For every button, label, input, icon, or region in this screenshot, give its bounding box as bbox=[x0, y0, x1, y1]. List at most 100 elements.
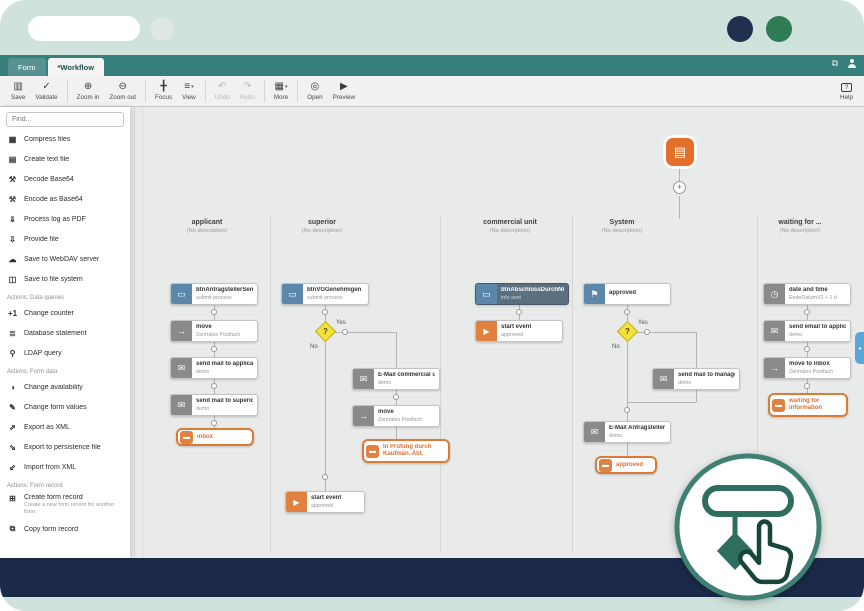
toolbar-separator bbox=[145, 80, 147, 102]
question-icon: ? bbox=[625, 327, 630, 336]
focus-button[interactable]: ╋Focus bbox=[155, 81, 173, 101]
connector bbox=[679, 196, 680, 219]
list-item-change-availability[interactable]: ◑Change availability bbox=[0, 377, 130, 397]
list-item-save-file-system[interactable]: ◫Save to file system bbox=[8, 274, 83, 284]
save-button[interactable]: ▥Save bbox=[11, 81, 26, 101]
move-icon: → bbox=[353, 406, 374, 426]
move-icon: → bbox=[764, 358, 785, 378]
list-item-import-xml[interactable]: ⇙Import from XML bbox=[0, 457, 130, 477]
search-input[interactable] bbox=[6, 112, 124, 127]
focus-icon: ╋ bbox=[160, 81, 167, 92]
decision-gateway[interactable]: ? bbox=[616, 320, 639, 343]
workflow-node[interactable]: ✉E-Mail commercial unitdemo bbox=[352, 368, 440, 390]
window-icon[interactable]: ⧉ bbox=[831, 58, 838, 68]
connector bbox=[627, 340, 628, 421]
list-item-provide-file[interactable]: ⇩Provide file bbox=[0, 229, 130, 249]
preview-icon: ▶ bbox=[339, 81, 348, 92]
lane-separator bbox=[572, 215, 573, 552]
database-icon: ≣ bbox=[9, 328, 16, 338]
list-item-copy-form-record[interactable]: ⧉Copy form record bbox=[0, 519, 130, 539]
validate-button[interactable]: ✓Validate bbox=[35, 81, 58, 101]
list-item-process-log-pdf[interactable]: ⇓Process log as PDF bbox=[0, 209, 130, 229]
workflow-state-node[interactable]: ▬In Prüfung durch Kaufmän. Abt. bbox=[362, 439, 450, 463]
list-item-compress-files[interactable]: ▦Compress files bbox=[8, 134, 71, 144]
mail-icon: ✉ bbox=[353, 369, 374, 389]
workflow-trigger-icon[interactable]: ▤ bbox=[666, 138, 694, 166]
redo-button[interactable]: ↷Redo bbox=[239, 81, 255, 101]
more-button[interactable]: ▦▾More bbox=[273, 81, 289, 101]
list-item-decode-base64[interactable]: ⚒Decode Base64 bbox=[8, 174, 74, 184]
list-item-database-statement[interactable]: ≣Database statement bbox=[0, 323, 130, 343]
list-item-ldap-query[interactable]: ⚲LDAP query bbox=[0, 343, 130, 363]
open-button[interactable]: ◎Open bbox=[307, 81, 323, 101]
tab-form[interactable]: Form bbox=[8, 58, 46, 76]
lane-header-commercial-unit: commercial unit(No description) bbox=[483, 219, 537, 234]
state-icon: ▬ bbox=[599, 458, 612, 472]
pdf-icon: ⇓ bbox=[9, 214, 16, 224]
textfile-icon: ▤ bbox=[8, 154, 17, 164]
zoom-in-button[interactable]: ⊕Zoom in bbox=[76, 81, 100, 101]
zoom-out-button[interactable]: ⊖Zoom out bbox=[109, 81, 137, 101]
connector bbox=[627, 443, 628, 457]
caret-down-icon: ▾ bbox=[191, 84, 194, 90]
workflow-node[interactable]: ▭btnAntragstellerSendensubmit process bbox=[170, 283, 258, 305]
view-button[interactable]: ≡▾View bbox=[182, 81, 196, 101]
zoom-in-icon: ⊕ bbox=[83, 81, 93, 92]
mail-icon: ✉ bbox=[653, 369, 674, 389]
list-item-change-form-values[interactable]: ✎Change form values bbox=[0, 397, 130, 417]
decision-gateway[interactable]: ? bbox=[314, 320, 337, 343]
workflow-node[interactable]: ⚑approved bbox=[583, 283, 671, 305]
address-pill[interactable] bbox=[28, 16, 140, 41]
archive-icon: ▦ bbox=[8, 134, 17, 144]
connector-junction bbox=[624, 309, 630, 315]
decode-icon: ⚒ bbox=[8, 174, 17, 184]
undo-button[interactable]: ↶Undo bbox=[214, 81, 230, 101]
list-item-encode-base64[interactable]: ⚒Encode as Base64 bbox=[8, 194, 83, 204]
chrome-circle-green bbox=[766, 16, 792, 42]
tab-workflow[interactable]: *Workflow bbox=[47, 58, 105, 76]
yes-label: Yes bbox=[336, 320, 346, 326]
connector bbox=[696, 332, 697, 368]
workflow-state-node[interactable]: ▬approved bbox=[595, 456, 657, 474]
connector-junction bbox=[322, 474, 328, 480]
connector bbox=[396, 332, 397, 368]
connector-junction bbox=[804, 346, 810, 352]
workflow-feature-badge bbox=[673, 452, 823, 607]
list-item-create-text-file[interactable]: ▤Create text file bbox=[8, 154, 70, 164]
state-icon: ▬ bbox=[772, 398, 785, 412]
lane-header-superior: superior(No description) bbox=[301, 219, 343, 234]
import-xml-icon: ⇙ bbox=[9, 462, 16, 472]
preview-button[interactable]: ▶Preview bbox=[332, 81, 356, 101]
workflow-node[interactable]: ✉send mail to manageme...demo bbox=[652, 368, 740, 390]
panel-collapse-handle[interactable]: ◂ bbox=[855, 332, 864, 364]
ldap-search-icon: ⚲ bbox=[9, 348, 16, 358]
user-icon[interactable] bbox=[847, 59, 856, 68]
connector-junction bbox=[322, 309, 328, 315]
mail-icon: ✉ bbox=[171, 358, 192, 378]
help-button[interactable]: ?Help bbox=[840, 82, 853, 101]
workflow-state-node[interactable]: ▬inbox bbox=[176, 428, 254, 446]
workflow-canvas[interactable]: applicant(No description) superior(No de… bbox=[130, 107, 864, 558]
workflow-node[interactable]: ▭btnAbschlussDurchNKAinfo sent bbox=[475, 283, 569, 305]
connector-junction bbox=[804, 383, 810, 389]
list-item-save-webdav[interactable]: ☁Save to WebDAV server bbox=[8, 254, 100, 264]
list-item-export-xml[interactable]: ⇗Export as XML bbox=[0, 417, 130, 437]
list-item-create-form-record[interactable]: ⊞ Create form record Create a new form r… bbox=[0, 491, 130, 519]
workflow-state-node[interactable]: ▬waiting for information bbox=[768, 393, 848, 417]
list-item-export-persistence[interactable]: ⇘Export to persistence file bbox=[0, 437, 130, 457]
add-node-button[interactable]: + bbox=[673, 181, 686, 194]
zoom-out-icon: ⊖ bbox=[118, 81, 127, 92]
